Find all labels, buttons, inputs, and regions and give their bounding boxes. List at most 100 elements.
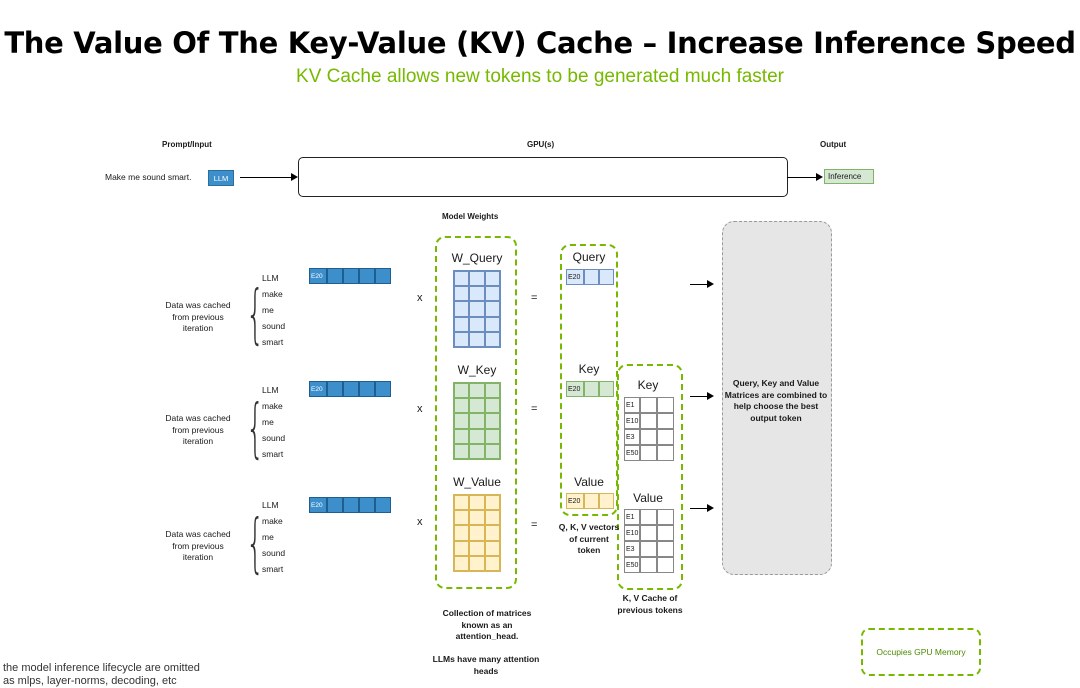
kv-cache-group bbox=[617, 364, 683, 590]
vector-cell-label: E20 bbox=[566, 269, 584, 285]
token: sound bbox=[262, 321, 286, 331]
cached-note: Data was cached from previous iteration bbox=[165, 300, 231, 333]
vector-cell bbox=[640, 509, 657, 525]
token-list-key: LLM make me sound smart bbox=[262, 382, 285, 462]
page-title: The Value Of The Key-Value (KV) Cache – … bbox=[4, 26, 1076, 60]
token: LLM bbox=[262, 500, 279, 510]
kv-cache-row-label: E10 bbox=[624, 413, 640, 429]
vector-cell bbox=[657, 525, 674, 541]
vector-cell bbox=[640, 557, 657, 573]
output-arrow-line bbox=[787, 177, 817, 178]
attention-head-caption: Collection of matrices known as an atten… bbox=[442, 608, 532, 641]
vector-cell bbox=[327, 381, 343, 397]
kv-cache-row-label: E10 bbox=[624, 525, 640, 541]
vector-cell bbox=[657, 429, 674, 445]
weight-title-key: W_Key bbox=[457, 363, 497, 377]
weight-matrix-value bbox=[453, 494, 501, 572]
vector-cell bbox=[657, 541, 674, 557]
kv-cache-row-label: E1 bbox=[624, 509, 640, 525]
vector-cell bbox=[359, 268, 375, 284]
kv-cache-row-label: E3 bbox=[624, 541, 640, 557]
prompt-text: Make me sound smart. bbox=[105, 172, 192, 182]
vector-cell bbox=[657, 413, 674, 429]
vector-cell bbox=[375, 381, 391, 397]
arrow-line bbox=[690, 508, 708, 509]
token: make bbox=[262, 401, 283, 411]
result-title-query: Query bbox=[572, 250, 606, 264]
kv-cache-row-label: E3 bbox=[624, 429, 640, 445]
kv-cache-value-matrix: E1 E10 E3 E50 bbox=[624, 509, 674, 573]
vector-cell-label: E20 bbox=[309, 268, 327, 284]
result-title-key: Key bbox=[578, 362, 600, 376]
vector-cell-label: E20 bbox=[566, 381, 584, 397]
footnote-line: the model inference lifecycle are omitte… bbox=[3, 662, 200, 674]
kv-cache-row-label: E50 bbox=[624, 557, 640, 573]
vector-cell bbox=[359, 497, 375, 513]
vector-cell-label: E20 bbox=[309, 381, 327, 397]
weight-matrix-key bbox=[453, 382, 501, 460]
footnote-line: as mlps, layer-norms, decoding, etc bbox=[3, 675, 177, 687]
inference-chip: Inference bbox=[824, 169, 874, 184]
legend-label: Occupies GPU Memory bbox=[876, 647, 966, 657]
vector-cell bbox=[657, 557, 674, 573]
brace-icon: { bbox=[246, 507, 265, 581]
vector-cell bbox=[640, 429, 657, 445]
kv-cache-row-label: E50 bbox=[624, 445, 640, 461]
arrow-line bbox=[690, 396, 708, 397]
kv-cache-row: E1 bbox=[624, 509, 674, 525]
vector-cell bbox=[359, 381, 375, 397]
cached-note: Data was cached from previous iteration bbox=[165, 413, 231, 446]
footnote: the model inference lifecycle are omitte… bbox=[3, 662, 200, 688]
kv-cache-key-title: Key bbox=[637, 378, 659, 392]
arrow-head-icon bbox=[707, 280, 714, 288]
kv-cache-key-matrix: E1 E10 E3 E50 bbox=[624, 397, 674, 461]
token: make bbox=[262, 289, 283, 299]
token: make bbox=[262, 516, 283, 526]
kv-cache-row: E3 bbox=[624, 429, 674, 445]
token-list-value: LLM make me sound smart bbox=[262, 497, 285, 577]
gpu-box bbox=[298, 157, 788, 197]
result-vector-value: E20 bbox=[566, 493, 614, 509]
vector-cell bbox=[640, 445, 657, 461]
vector-cell-label: E20 bbox=[566, 493, 584, 509]
arrow-head-icon bbox=[707, 392, 714, 400]
brace-icon: { bbox=[246, 278, 265, 352]
vector-cell bbox=[599, 381, 614, 397]
vector-cell bbox=[375, 268, 391, 284]
token-vector-query: E20 bbox=[309, 268, 391, 284]
equals-operator: = bbox=[531, 292, 538, 304]
result-title-value: Value bbox=[574, 475, 604, 489]
vector-cell-label: E20 bbox=[309, 497, 327, 513]
vector-cell bbox=[327, 497, 343, 513]
kv-cache-value-title: Value bbox=[633, 491, 663, 505]
vector-cell bbox=[657, 397, 674, 413]
vector-cell bbox=[343, 381, 359, 397]
attention-head-group bbox=[435, 236, 517, 589]
vector-cell bbox=[640, 397, 657, 413]
vector-cell bbox=[584, 269, 599, 285]
vector-cell bbox=[657, 445, 674, 461]
model-weights-label: Model Weights bbox=[442, 212, 499, 221]
vector-cell bbox=[640, 525, 657, 541]
token-vector-key: E20 bbox=[309, 381, 391, 397]
vector-cell bbox=[599, 269, 614, 285]
vector-cell bbox=[640, 413, 657, 429]
many-heads-caption: LLMs have many attention heads bbox=[432, 654, 540, 676]
kv-cache-caption: K, V Cache of previous tokens bbox=[617, 593, 683, 615]
output-label: Output bbox=[820, 140, 847, 149]
input-arrow-line bbox=[240, 177, 292, 178]
vector-cell bbox=[584, 381, 599, 397]
weight-title-query: W_Query bbox=[451, 251, 503, 265]
prompt-input-label: Prompt/Input bbox=[162, 140, 212, 149]
vector-cell bbox=[343, 268, 359, 284]
token: smart bbox=[262, 449, 284, 459]
token: me bbox=[262, 532, 274, 542]
arrow-line bbox=[690, 284, 708, 285]
token: smart bbox=[262, 564, 284, 574]
vector-cell bbox=[343, 497, 359, 513]
combine-panel-text: Query, Key and Value Matrices are combin… bbox=[724, 378, 828, 423]
vector-cell bbox=[327, 268, 343, 284]
arrow-head-icon bbox=[707, 504, 714, 512]
weight-title-value: W_Value bbox=[453, 475, 501, 489]
gpu-label: GPU(s) bbox=[527, 140, 555, 149]
